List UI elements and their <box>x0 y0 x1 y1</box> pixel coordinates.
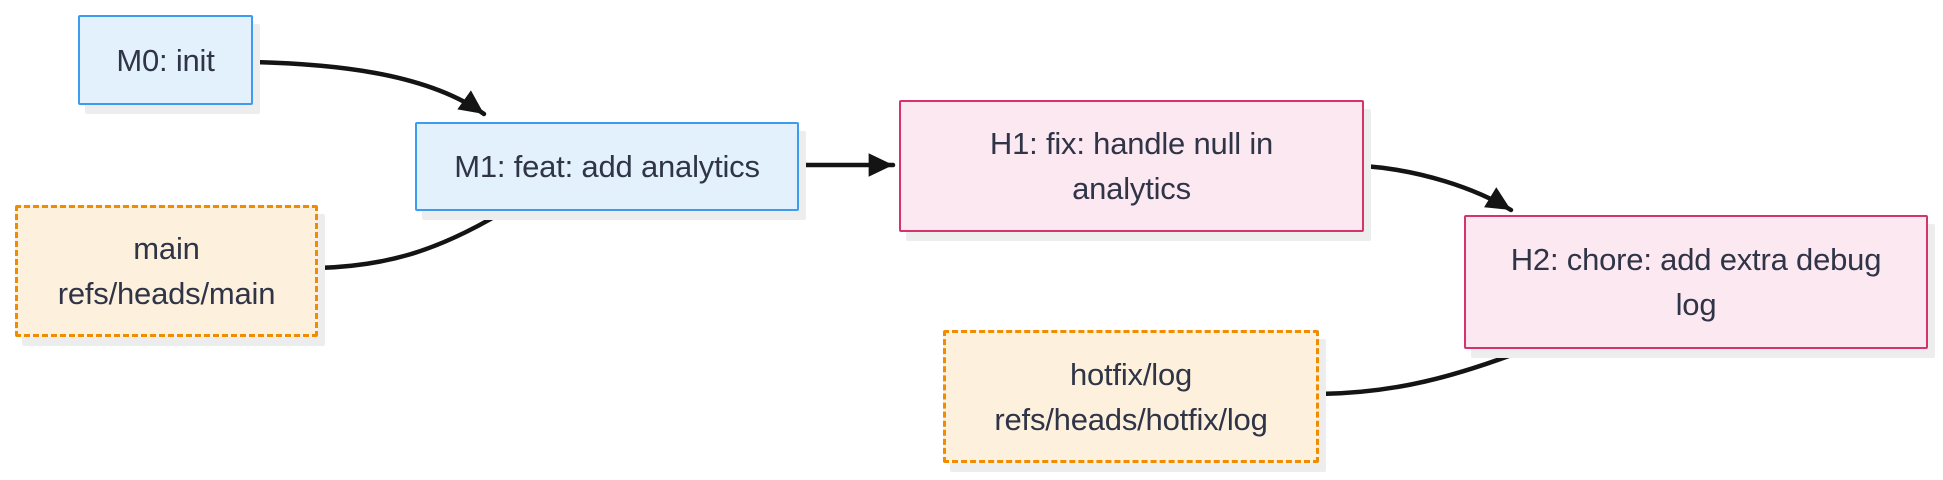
edge-m0-to-m1-arrow <box>250 59 487 117</box>
commit-node-m0: M0: init <box>78 15 253 105</box>
commit-label: M0: init <box>116 42 215 78</box>
branch-fullref: refs/heads/main <box>57 276 276 311</box>
branch-ref-node-main: main refs/heads/main <box>15 205 318 337</box>
commit-label-line-2: analytics <box>1072 171 1191 206</box>
branch-ref-node-hotfix-log: hotfix/log refs/heads/hotfix/log <box>943 330 1319 463</box>
branch-name: hotfix/log <box>1069 356 1193 392</box>
edge-h1-to-h2-arrow <box>1361 163 1514 213</box>
edge-hotfix-ref-to-h2 <box>1316 345 1533 397</box>
commit-label-line-1: H1: fix: handle null in <box>989 126 1274 161</box>
commit-label: M1: feat: add analytics <box>454 149 760 184</box>
branch-name: main <box>133 231 200 266</box>
commit-node-h2: H2: chore: add extra debug log <box>1464 215 1928 349</box>
commit-node-h1: H1: fix: handle null in analytics <box>899 100 1364 232</box>
commit-label-line-1: H2: chore: add extra debug <box>1510 242 1882 277</box>
branch-fullref: refs/heads/hotfix/log <box>994 401 1268 437</box>
commit-node-m1: M1: feat: add analytics <box>415 122 799 211</box>
commit-label-line-2: log <box>1675 287 1717 322</box>
edge-main-ref-to-m1 <box>315 210 504 271</box>
